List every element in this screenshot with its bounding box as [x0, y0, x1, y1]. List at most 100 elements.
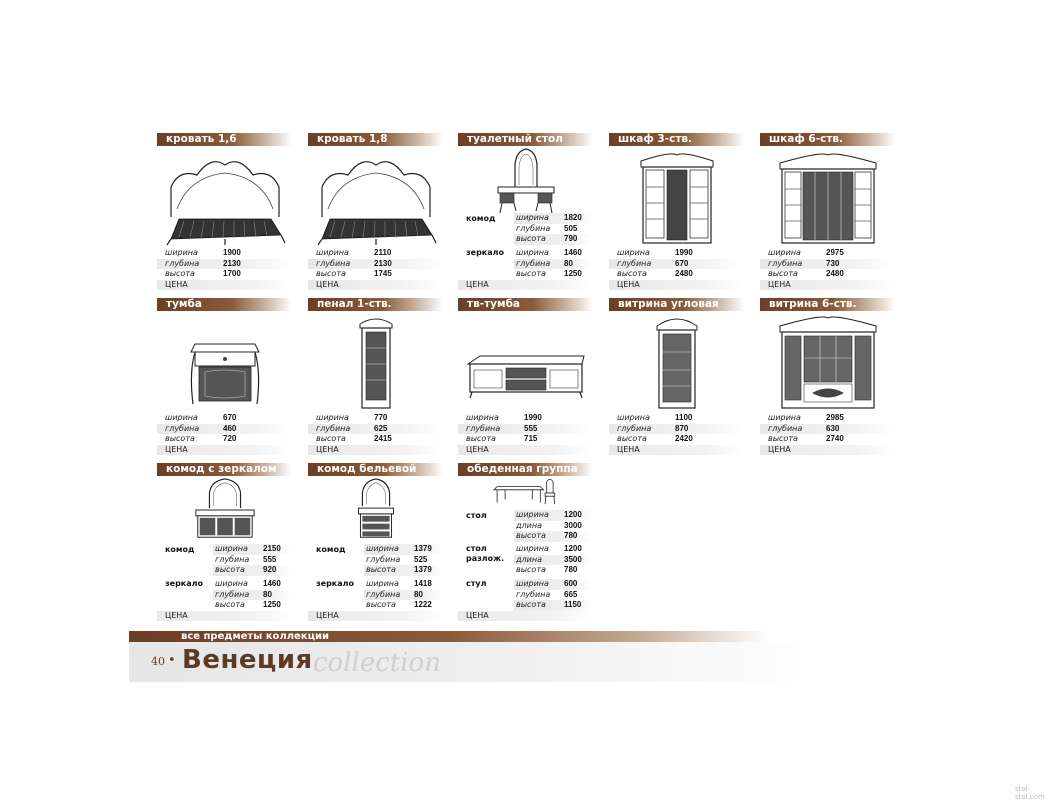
group-label: зеркало — [165, 579, 203, 588]
spec-label: ширина — [768, 248, 801, 257]
spec-value: 630 — [826, 423, 840, 433]
spec-value: 1418 — [414, 579, 432, 588]
spec-value: 1379 — [414, 544, 432, 553]
spec-value: 780 — [564, 531, 578, 540]
spec-label: высота — [516, 531, 546, 540]
brand-title: Венеция — [182, 645, 313, 675]
spec-label: глубина — [165, 258, 200, 268]
spec-label: высота — [316, 434, 346, 443]
spec-label: ширина — [466, 413, 499, 422]
price-label: ЦЕНА — [308, 444, 443, 455]
spec-label: глубина — [316, 258, 351, 268]
spec-value: 730 — [826, 258, 840, 268]
spec-label: высота — [165, 269, 195, 278]
spec-label: длина — [516, 554, 542, 564]
page-number: 40 — [151, 655, 165, 668]
spec-value: 920 — [263, 565, 277, 574]
dining-group-image — [492, 479, 556, 505]
card-title: шкаф 3-ств. — [609, 133, 744, 146]
spec-label: ширина — [516, 510, 549, 519]
price-label: ЦЕНА — [458, 610, 593, 621]
spec-value: 2480 — [826, 269, 844, 278]
collection-label: все предметы коллекции — [181, 631, 330, 642]
spec-value: 1250 — [564, 269, 582, 278]
spec-value: 555 — [524, 423, 538, 433]
spec-value: 1460 — [263, 579, 281, 588]
spec-value: 80 — [263, 589, 272, 599]
spec-label: ширина — [165, 248, 198, 257]
spec-value: 780 — [564, 565, 578, 574]
card-title: обеденная группа — [458, 463, 593, 476]
spec-label: глубина — [516, 223, 551, 233]
spec-value: 2150 — [263, 544, 281, 553]
display-cabinet-image — [779, 316, 877, 409]
spec-value: 2110 — [374, 248, 392, 257]
card-title: кровать 1,8 — [308, 133, 443, 146]
spec-label: глубина — [768, 258, 803, 268]
card-title: комод с зеркалом — [157, 463, 292, 476]
spec-label: высота — [366, 565, 396, 574]
spec-value: 555 — [263, 554, 277, 564]
corner-display-image — [656, 318, 698, 409]
spec-label: высота — [516, 269, 546, 278]
spec-value: 1222 — [414, 600, 432, 609]
spec-label: высота — [466, 434, 496, 443]
group-label: комод — [165, 545, 195, 554]
wardrobe-image — [640, 153, 714, 244]
spec-value: 505 — [564, 223, 578, 233]
spec-label: ширина — [516, 248, 549, 257]
price-label: ЦЕНА — [760, 279, 895, 290]
card-title: кровать 1,6 — [157, 133, 292, 146]
spec-label: ширина — [366, 544, 399, 553]
spec-label: высота — [215, 565, 245, 574]
spec-value: 525 — [414, 554, 428, 564]
spec-value: 2415 — [374, 434, 392, 443]
pencil-cabinet-image — [359, 318, 393, 409]
spec-value: 1379 — [414, 565, 432, 574]
card-title: тумба — [157, 298, 292, 311]
group-label: зеркало — [466, 248, 504, 257]
spec-label: глубина — [215, 554, 250, 564]
card-title: пенал 1-ств. — [308, 298, 443, 311]
card-title: тв-тумба — [458, 298, 593, 311]
spec-value: 670 — [675, 258, 689, 268]
spec-value: 715 — [524, 434, 538, 443]
card-title: комод бельевой — [308, 463, 443, 476]
spec-value: 1250 — [263, 600, 281, 609]
spec-value: 670 — [223, 413, 237, 422]
spec-label: высота — [516, 600, 546, 609]
spec-label: высота — [316, 269, 346, 278]
price-label: ЦЕНА — [157, 279, 292, 290]
spec-label: высота — [516, 234, 546, 243]
linen-dresser-image — [358, 478, 394, 538]
spec-label: ширина — [516, 213, 549, 222]
spec-value: 1700 — [223, 269, 241, 278]
spec-value: 2985 — [826, 413, 844, 422]
tv-stand-image — [466, 355, 585, 399]
spec-value: 2130 — [223, 258, 241, 268]
bed-image — [166, 161, 286, 246]
price-label: ЦЕНА — [609, 444, 744, 455]
spec-value: 665 — [564, 589, 578, 599]
spec-value: 1200 — [564, 544, 582, 553]
price-label: ЦЕНА — [308, 279, 443, 290]
spec-value: 1745 — [374, 269, 392, 278]
group-label: комод — [466, 214, 496, 223]
brand-subtitle: collection — [313, 648, 441, 678]
spec-value: 80 — [414, 589, 423, 599]
dresser-mirror-image — [195, 478, 255, 538]
spec-label: ширина — [768, 413, 801, 422]
spec-value: 3500 — [564, 554, 582, 564]
spec-value: 720 — [223, 434, 237, 443]
group-label: зеркало — [316, 579, 354, 588]
spec-label: высота — [366, 600, 396, 609]
